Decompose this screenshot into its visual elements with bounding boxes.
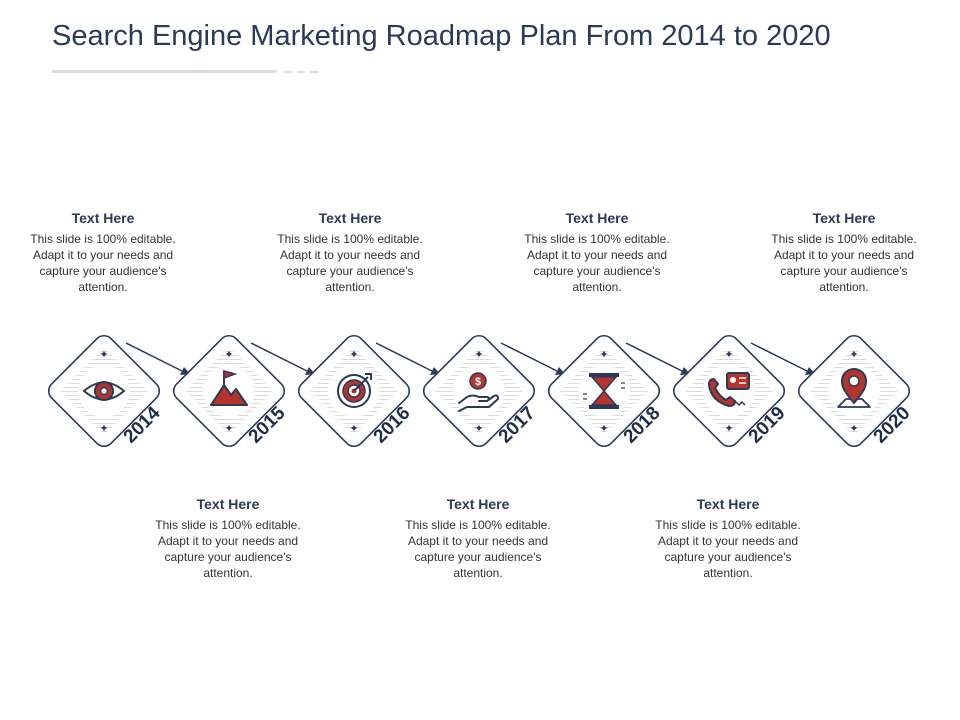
title-dash	[310, 71, 318, 73]
callout-heading: Text Here	[318, 210, 382, 226]
callout-text: This slide is 100% editable. Adapt it to…	[277, 232, 423, 294]
sparkle-icon: ✦	[349, 348, 358, 361]
milestone-2017: ✦✦$2017	[422, 334, 565, 447]
sparkle-icon: ✦	[99, 422, 108, 435]
callout-text: This slide is 100% editable. Adapt it to…	[655, 518, 801, 580]
sparkle-icon: ✦	[599, 348, 608, 361]
milestone-2020: ✦✦2020	[797, 334, 914, 447]
sparkle-icon: ✦	[599, 422, 608, 435]
milestone-2014: ✦✦2014	[47, 334, 190, 447]
mountain-flag-icon	[210, 370, 248, 406]
callout-text: This slide is 100% editable. Adapt it to…	[771, 232, 917, 294]
sparkle-icon: ✦	[349, 422, 358, 435]
connector-line	[750, 342, 808, 372]
sparkle-icon: ✦	[224, 348, 233, 361]
callout-heading: Text Here	[446, 496, 510, 512]
callout-heading: Text Here	[565, 210, 629, 226]
connector-line	[125, 342, 183, 372]
sparkle-icon: ✦	[849, 348, 858, 361]
callout-text: This slide is 100% editable. Adapt it to…	[524, 232, 670, 294]
sparkle-icon: ✦	[224, 422, 233, 435]
target-icon	[337, 373, 372, 408]
milestone-2019: ✦✦2019	[672, 334, 815, 447]
sparkle-icon: ✦	[474, 422, 483, 435]
title-dash	[284, 71, 292, 73]
hourglass-icon	[583, 373, 625, 409]
callout-heading: Text Here	[696, 496, 760, 512]
callout-2020: Text Here This slide is 100% editable. A…	[769, 210, 919, 295]
callout-heading: Text Here	[71, 210, 135, 226]
sparkle-icon: ✦	[99, 348, 108, 361]
eye-icon	[82, 381, 126, 401]
phone-contact-icon	[708, 372, 750, 407]
callout-2017: Text Here This slide is 100% editable. A…	[403, 496, 553, 581]
hand-coin-icon: $	[458, 372, 499, 412]
callout-text: This slide is 100% editable. Adapt it to…	[155, 518, 301, 580]
milestone-2016: ✦✦2016	[297, 334, 440, 447]
callout-heading: Text Here	[196, 496, 260, 512]
callout-2019: Text Here This slide is 100% editable. A…	[653, 496, 803, 581]
callout-2015: Text Here This slide is 100% editable. A…	[153, 496, 303, 581]
callout-2018: Text Here This slide is 100% editable. A…	[522, 210, 672, 295]
title-underline	[52, 70, 277, 73]
milestone-2015: ✦✦2015	[172, 334, 315, 447]
map-pin-icon	[837, 368, 871, 408]
callout-2016: Text Here This slide is 100% editable. A…	[275, 210, 425, 295]
svg-text:$: $	[475, 376, 481, 388]
connector-line	[500, 342, 558, 372]
connector-line	[375, 342, 433, 372]
sparkle-icon: ✦	[724, 348, 733, 361]
callout-2014: Text Here This slide is 100% editable. A…	[28, 210, 178, 295]
sparkle-icon: ✦	[849, 422, 858, 435]
page-title: Search Engine Marketing Roadmap Plan Fro…	[52, 20, 831, 52]
sparkle-icon: ✦	[474, 348, 483, 361]
sparkle-icon: ✦	[724, 422, 733, 435]
connector-line	[625, 342, 683, 372]
milestone-2018: ✦✦2018	[547, 334, 690, 447]
title-dash	[297, 71, 305, 73]
callout-heading: Text Here	[812, 210, 876, 226]
connector-line	[250, 342, 308, 372]
callout-text: This slide is 100% editable. Adapt it to…	[405, 518, 551, 580]
callout-text: This slide is 100% editable. Adapt it to…	[30, 232, 176, 294]
